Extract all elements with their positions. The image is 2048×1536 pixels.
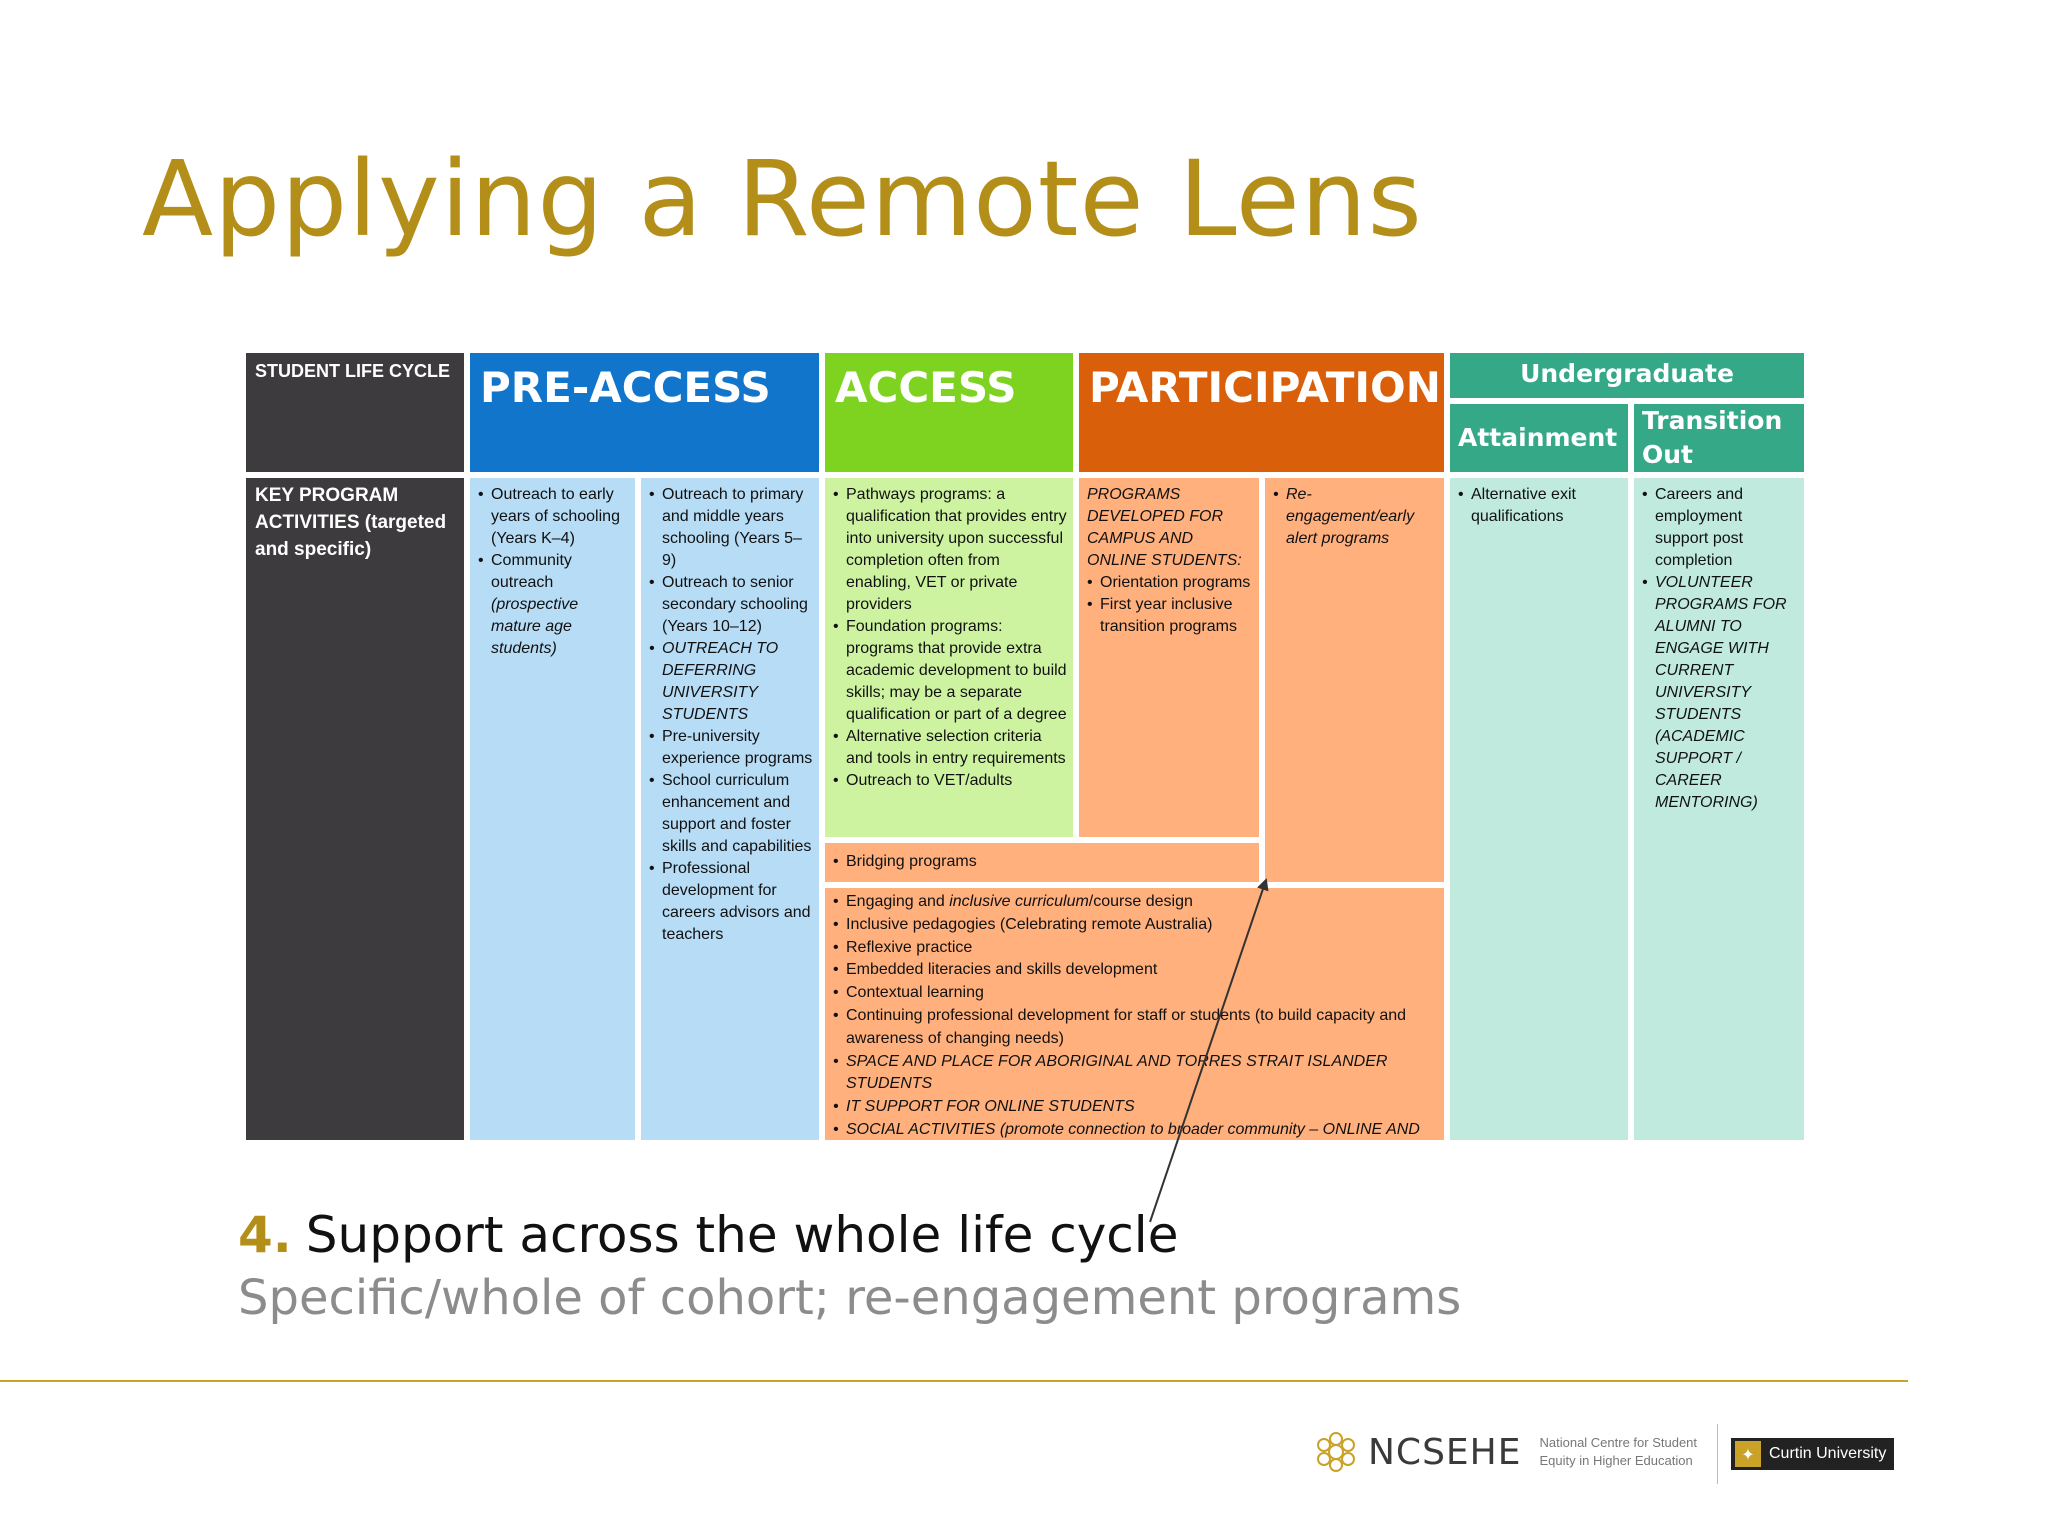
point-heading: 4.Support across the whole life cycle bbox=[238, 1206, 1178, 1264]
pre-access-label: PRE-ACCESS bbox=[480, 363, 771, 412]
page-title: Applying a Remote Lens bbox=[142, 138, 1423, 260]
list-item: IT SUPPORT FOR ONLINE STUDENTS bbox=[833, 1096, 1438, 1119]
participation-header: PARTICIPATION bbox=[1079, 353, 1444, 472]
list-item: Community outreach bbox=[478, 550, 629, 594]
list-item: Outreach to senior secondary schooling (… bbox=[649, 572, 813, 638]
list-item: (prospective mature age students) bbox=[491, 596, 579, 657]
point-subtext: Specific/whole of cohort; re-engagement … bbox=[238, 1270, 1462, 1326]
pre-access-school-list: Outreach to primary and middle years sch… bbox=[641, 478, 819, 946]
list-item: Careers and employment support post comp… bbox=[1642, 484, 1798, 572]
list-item: Outreach to primary and middle years sch… bbox=[649, 484, 813, 572]
participation-label: PARTICIPATION bbox=[1089, 363, 1441, 412]
list-item: Outreach to VET/adults bbox=[833, 770, 1067, 792]
ncsehe-name: NCSEHE bbox=[1368, 1431, 1522, 1473]
list-item: Foundation programs: programs that provi… bbox=[833, 616, 1067, 726]
list-item: Pre-university experience programs bbox=[649, 726, 813, 770]
list-item: Continuing professional development for … bbox=[833, 1005, 1438, 1051]
list-item: Bridging programs bbox=[833, 851, 1253, 873]
list-item: Pathways programs: a qualification that … bbox=[833, 484, 1067, 616]
pre-access-header: PRE-ACCESS bbox=[470, 353, 819, 472]
re-engagement-list: Re-engagement/early alert programs bbox=[1265, 478, 1444, 550]
access-list: Pathways programs: a qualification that … bbox=[825, 478, 1073, 792]
undergraduate-header: Undergraduate bbox=[1450, 353, 1804, 398]
transition-out-label: Transition Out bbox=[1642, 406, 1783, 469]
re-engagement-cell: Re-engagement/early alert programs bbox=[1265, 478, 1444, 882]
participation-programs-list: Orientation programs First year inclusiv… bbox=[1079, 572, 1259, 638]
shared-practices-list: Engaging and inclusive curriculum/course… bbox=[825, 888, 1444, 1140]
attainment-list: Alternative exit qualifications bbox=[1450, 478, 1628, 528]
curtin-name: Curtin University bbox=[1769, 1445, 1887, 1462]
bridging-list: Bridging programs bbox=[825, 843, 1259, 873]
list-item: VOLUNTEER PROGRAMS FOR ALUMNI TO ENGAGE … bbox=[1642, 572, 1798, 814]
list-item: Engaging and inclusive curriculum/course… bbox=[833, 891, 1438, 914]
list-item: Embedded literacies and skills developme… bbox=[833, 959, 1438, 982]
point-number: 4. bbox=[238, 1206, 292, 1264]
logo-divider bbox=[1717, 1424, 1718, 1484]
point-text: Support across the whole life cycle bbox=[305, 1206, 1179, 1264]
transition-out-list: Careers and employment support post comp… bbox=[1634, 478, 1804, 814]
list-item: First year inclusive transition programs bbox=[1087, 594, 1253, 638]
list-item: Contextual learning bbox=[833, 982, 1438, 1005]
list-item: Reflexive practice bbox=[833, 937, 1438, 960]
curtin-logo: ✦ Curtin University bbox=[1731, 1438, 1895, 1470]
list-item: Orientation programs bbox=[1087, 572, 1253, 594]
attainment-cell: Alternative exit qualifications bbox=[1450, 478, 1628, 1140]
list-item: Alternative selection criteria and tools… bbox=[833, 726, 1067, 770]
key-program-activities-label: KEY PROGRAM ACTIVITIES (targeted and spe… bbox=[255, 485, 447, 560]
attainment-header: Attainment bbox=[1450, 404, 1628, 472]
student-life-cycle-label: STUDENT LIFE CYCLE bbox=[255, 361, 451, 381]
list-item: Inclusive pedagogies (Celebrating remote… bbox=[833, 914, 1438, 937]
ncsehe-description: National Centre for Student Equity in Hi… bbox=[1539, 1435, 1698, 1468]
list-item: Outreach to early years of schooling (Ye… bbox=[478, 484, 629, 550]
bridging-cell: Bridging programs bbox=[825, 843, 1259, 882]
undergraduate-label: Undergraduate bbox=[1520, 359, 1734, 388]
row-label-cell: KEY PROGRAM ACTIVITIES (targeted and spe… bbox=[246, 478, 464, 1140]
ncsehe-logo: NCSEHE National Centre for Student Equit… bbox=[1314, 1430, 1719, 1474]
transition-out-cell: Careers and employment support post comp… bbox=[1634, 478, 1804, 1140]
pre-access-school-cell: Outreach to primary and middle years sch… bbox=[641, 478, 819, 1140]
participation-programs-heading: PROGRAMS DEVELOPED FOR CAMPUS AND ONLINE… bbox=[1087, 486, 1242, 569]
curtin-crest-icon: ✦ bbox=[1735, 1441, 1761, 1467]
access-label: ACCESS bbox=[835, 363, 1017, 412]
shared-practices-cell: Engaging and inclusive curriculum/course… bbox=[825, 888, 1444, 1140]
access-activities-cell: Pathways programs: a qualification that … bbox=[825, 478, 1073, 837]
attainment-label: Attainment bbox=[1458, 423, 1618, 452]
participation-programs-cell: PROGRAMS DEVELOPED FOR CAMPUS AND ONLINE… bbox=[1079, 478, 1259, 837]
corner-cell: STUDENT LIFE CYCLE bbox=[246, 353, 464, 472]
ncsehe-emblem-icon bbox=[1317, 1432, 1355, 1472]
list-item: Re-engagement/early alert programs bbox=[1273, 484, 1438, 550]
list-item: Alternative exit qualifications bbox=[1458, 484, 1622, 528]
list-item: School curriculum enhancement and suppor… bbox=[649, 770, 813, 858]
transition-out-header: Transition Out bbox=[1634, 404, 1804, 472]
access-header: ACCESS bbox=[825, 353, 1073, 472]
pre-access-early-cell: Outreach to early years of schooling (Ye… bbox=[470, 478, 635, 1140]
pre-access-early-list: Outreach to early years of schooling (Ye… bbox=[470, 478, 635, 660]
list-item: SOCIAL ACTIVITIES (promote connection to… bbox=[833, 1119, 1438, 1140]
list-item: OUTREACH TO DEFERRING UNIVERSITY STUDENT… bbox=[649, 638, 813, 726]
list-item: Professional development for careers adv… bbox=[649, 858, 813, 946]
footer-divider bbox=[0, 1380, 1908, 1382]
list-item: SPACE AND PLACE FOR ABORIGINAL AND TORRE… bbox=[833, 1051, 1438, 1097]
